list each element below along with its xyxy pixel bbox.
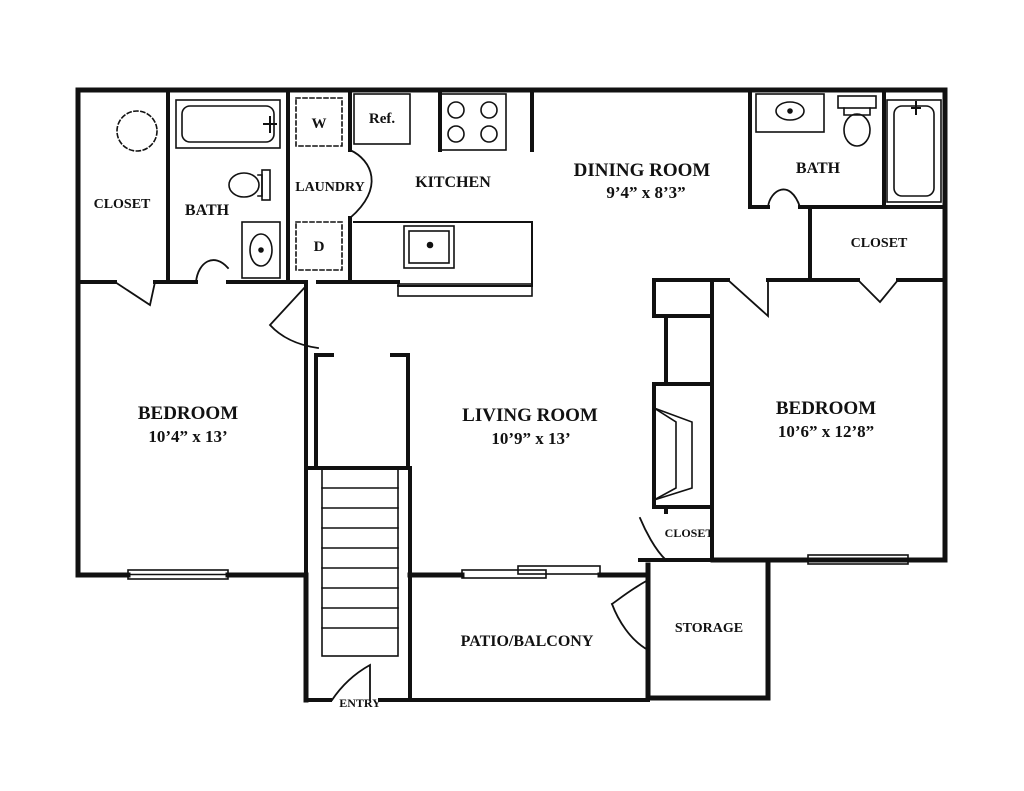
exterior-walls — [75, 87, 948, 703]
kitchen-label: KITCHEN — [415, 174, 491, 191]
bedroom-left-size: 10’4” x 13’ — [148, 427, 227, 446]
dining-room-size: 9’4” x 8’3” — [606, 183, 685, 202]
washer-label: W — [312, 116, 327, 132]
closet-right-label: CLOSET — [851, 236, 908, 251]
bedroom-right-label: BEDROOM — [776, 398, 876, 419]
bath-left-label: BATH — [185, 202, 230, 219]
dryer-label: D — [314, 239, 325, 255]
bedroom-left-label: BEDROOM — [138, 403, 238, 424]
door-swings — [113, 148, 900, 702]
bath-right-label: BATH — [796, 160, 841, 177]
laundry-label: LAUNDRY — [295, 180, 365, 195]
fixtures — [116, 93, 942, 657]
dining-room-label: DINING ROOM — [574, 160, 711, 181]
closet-small-label: CLOSET — [665, 526, 714, 540]
patio-label: PATIO/BALCONY — [461, 633, 594, 650]
entry-label: ENTRY — [339, 696, 381, 710]
storage-label: STORAGE — [675, 621, 743, 636]
interior-walls — [76, 88, 947, 702]
windows — [127, 554, 909, 580]
living-room-size: 10’9” x 13’ — [491, 429, 570, 448]
closet-left-label: CLOSET — [94, 197, 151, 212]
bedroom-right-size: 10’6” x 12’8” — [778, 422, 874, 441]
refrigerator-label: Ref. — [369, 111, 395, 127]
living-room-label: LIVING ROOM — [462, 405, 598, 426]
